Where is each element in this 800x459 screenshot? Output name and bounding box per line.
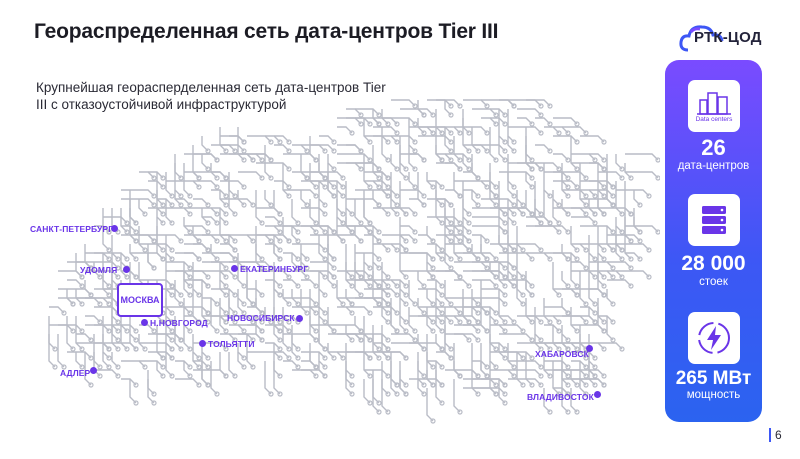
circuit-traces bbox=[48, 99, 660, 424]
city-label-ekaterinburg: ЕКАТЕРИНБУРГ bbox=[240, 264, 309, 274]
slide-subtitle: Крупнейшая георасперделенная сеть дата-ц… bbox=[36, 80, 386, 112]
city-dot-spb bbox=[111, 225, 118, 232]
page-number: 6 bbox=[769, 428, 782, 442]
server-rack-icon bbox=[688, 194, 740, 246]
city-label-tolyatti: ТОЛЬЯТТИ bbox=[208, 339, 255, 349]
city-label-adler: АДЛЕР bbox=[60, 368, 91, 378]
stat-power-label: мощность bbox=[686, 389, 741, 401]
cloud-icon bbox=[679, 25, 724, 52]
city-label-udomlya: УДОМЛЯ bbox=[80, 265, 118, 275]
city-dot-khabarovsk bbox=[586, 345, 593, 352]
city-label-khabarovsk: ХАБАРОВСК bbox=[535, 349, 589, 359]
city-label-novosibirsk: НОВОСИБИРСК bbox=[227, 313, 295, 323]
city-dot-vladivostok bbox=[594, 391, 601, 398]
moscow-marker: МОСКВА bbox=[117, 283, 163, 317]
city-dot-udomlya bbox=[123, 266, 130, 273]
buildings-icon: Data centers bbox=[688, 80, 740, 132]
city-dot-nnovgorod bbox=[141, 319, 148, 326]
city-dot-ekaterinburg bbox=[231, 265, 238, 272]
power-lightning-icon bbox=[688, 312, 740, 364]
city-dot-tolyatti bbox=[199, 340, 206, 347]
city-dot-novosibirsk bbox=[296, 315, 303, 322]
stat-racks-value: 28 000 bbox=[681, 252, 746, 275]
city-label-spb: САНКТ-ПЕТЕРБУРГ bbox=[30, 224, 114, 234]
stat-power-value: 265 МВт bbox=[675, 368, 752, 389]
city-label-vladivostok: ВЛАДИВОСТОК bbox=[527, 392, 594, 402]
city-dot-adler bbox=[90, 367, 97, 374]
stat-datacenters-value: 26 bbox=[701, 135, 726, 160]
city-label-nnovgorod: Н.НОВГОРОД bbox=[150, 318, 208, 328]
slide-title: Геораспределенная сеть дата-центров Tier… bbox=[34, 20, 499, 43]
icon-caption: Data centers bbox=[695, 116, 733, 123]
logo-text: РТК-ЦОД bbox=[694, 29, 762, 46]
stat-datacenters-label: дата-центров bbox=[677, 160, 750, 172]
stat-racks-label: стоек bbox=[699, 276, 728, 288]
circuit-map bbox=[48, 99, 660, 424]
